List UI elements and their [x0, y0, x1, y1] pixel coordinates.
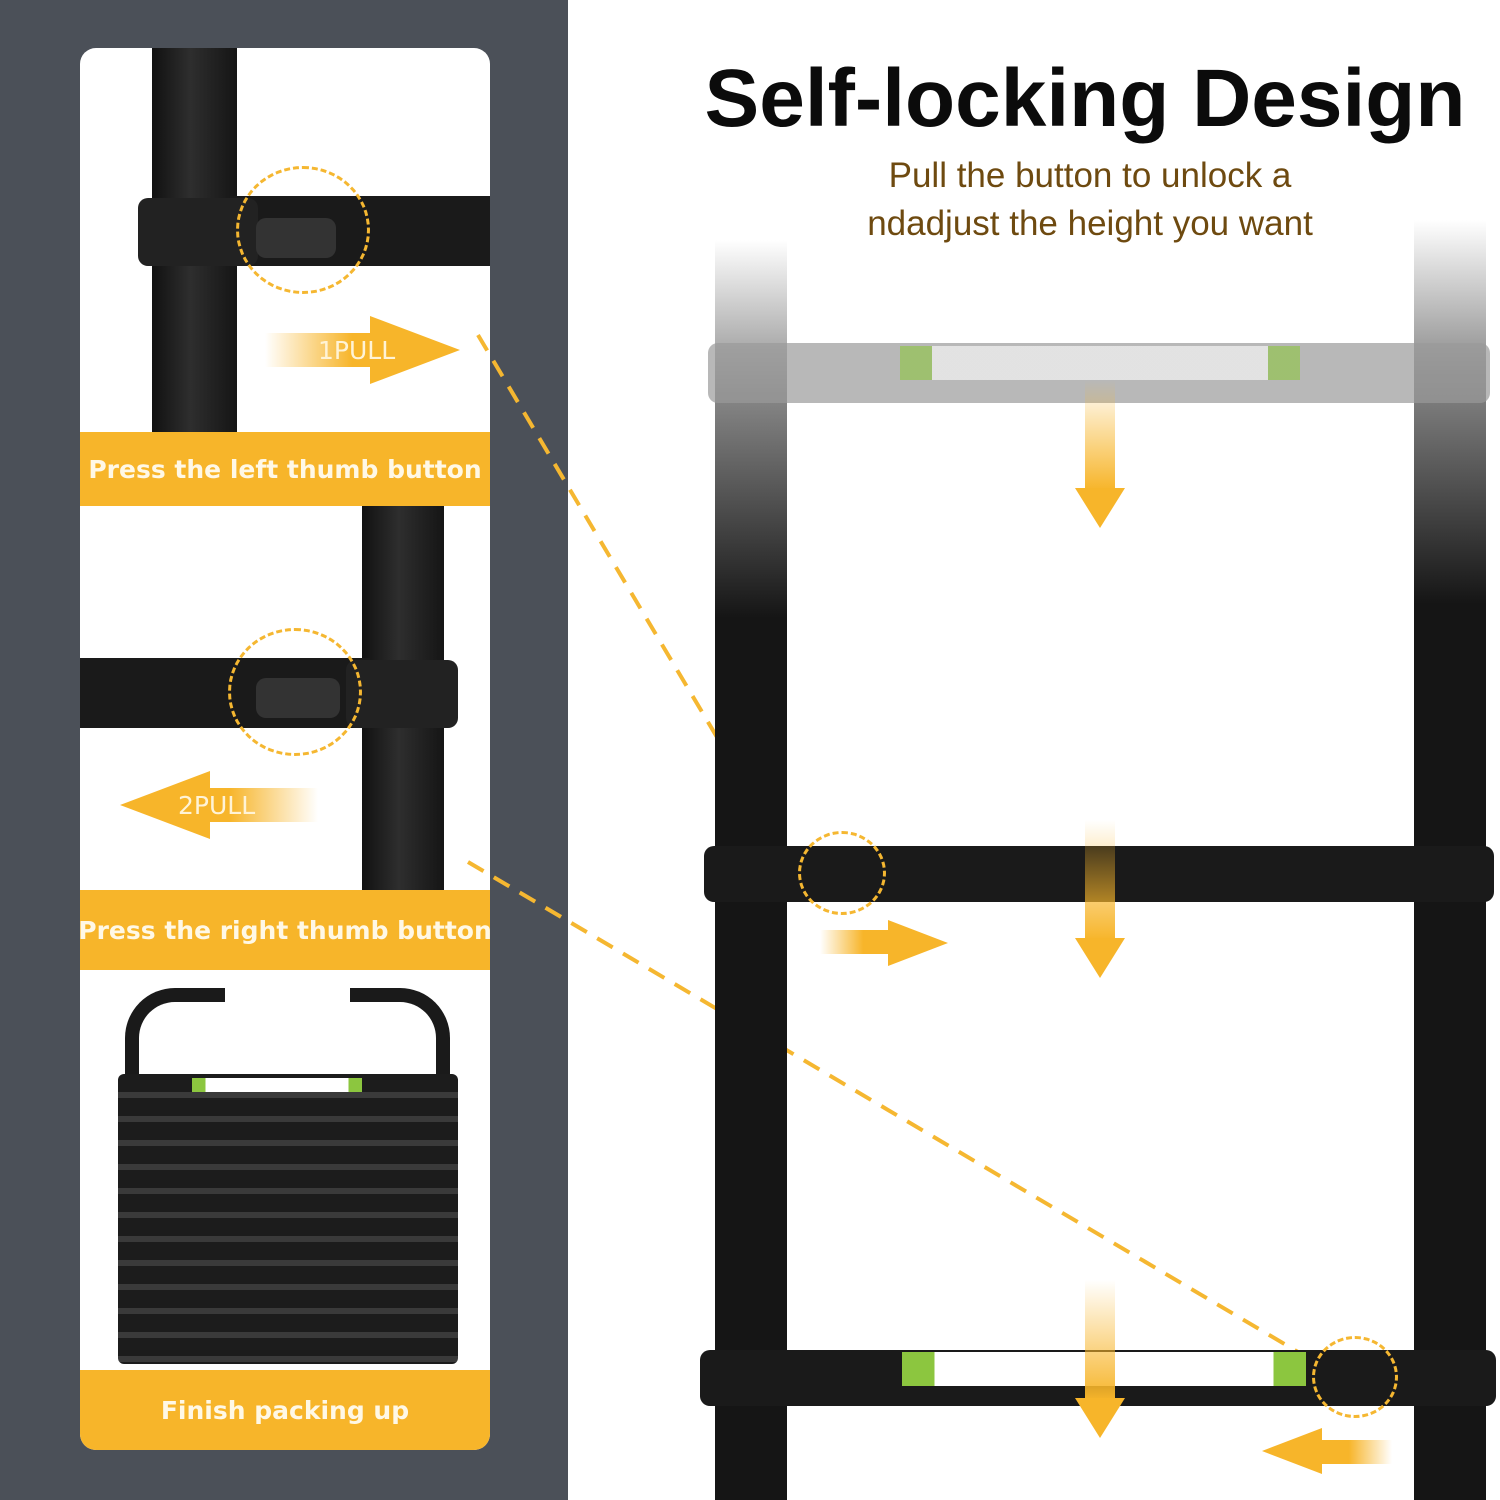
step-caption: Finish packing up: [80, 1370, 490, 1450]
arrow-right-icon: [820, 930, 892, 954]
clamp: [346, 660, 458, 728]
highlight-circle: [236, 166, 370, 294]
arrow-left-icon: [170, 788, 318, 822]
folded-ladder: [118, 1074, 458, 1364]
subtitle-line: ndadjust the height you want: [867, 204, 1313, 243]
connector-line: [476, 333, 792, 862]
arrow-down-head-icon: [1075, 938, 1125, 978]
highlight-circle: [1312, 1336, 1398, 1418]
subtitle: Pull the button to unlock a ndadjust the…: [760, 152, 1420, 248]
arrow-down-head-icon: [1075, 1398, 1125, 1438]
connector-line: [466, 860, 1322, 1367]
arrow-head-icon: [1262, 1428, 1322, 1474]
step-caption: Press the left thumb button: [80, 432, 490, 506]
arrow-left-icon: [1320, 1440, 1392, 1464]
pull-label: 2PULL: [178, 791, 256, 820]
page-title: Self-locking Design: [704, 53, 1466, 144]
arrow-down-icon: [1085, 380, 1115, 490]
highlight-circle: [798, 831, 886, 915]
warning-label: [900, 346, 1300, 380]
arrow-down-icon: [1085, 820, 1115, 940]
pull-label: 1PULL: [318, 336, 396, 365]
warning-label: [192, 1078, 362, 1092]
arrow-down-icon: [1085, 1280, 1115, 1400]
arrow-head-icon: [370, 316, 460, 384]
step-caption: Press the right thumb button: [80, 890, 490, 970]
subtitle-line: Pull the button to unlock a: [888, 156, 1292, 195]
highlight-circle: [228, 628, 362, 756]
steps-card: 1PULL Press the left thumb button 2PULL …: [80, 48, 490, 1450]
arrow-down-head-icon: [1075, 488, 1125, 528]
arrow-head-icon: [888, 920, 948, 966]
